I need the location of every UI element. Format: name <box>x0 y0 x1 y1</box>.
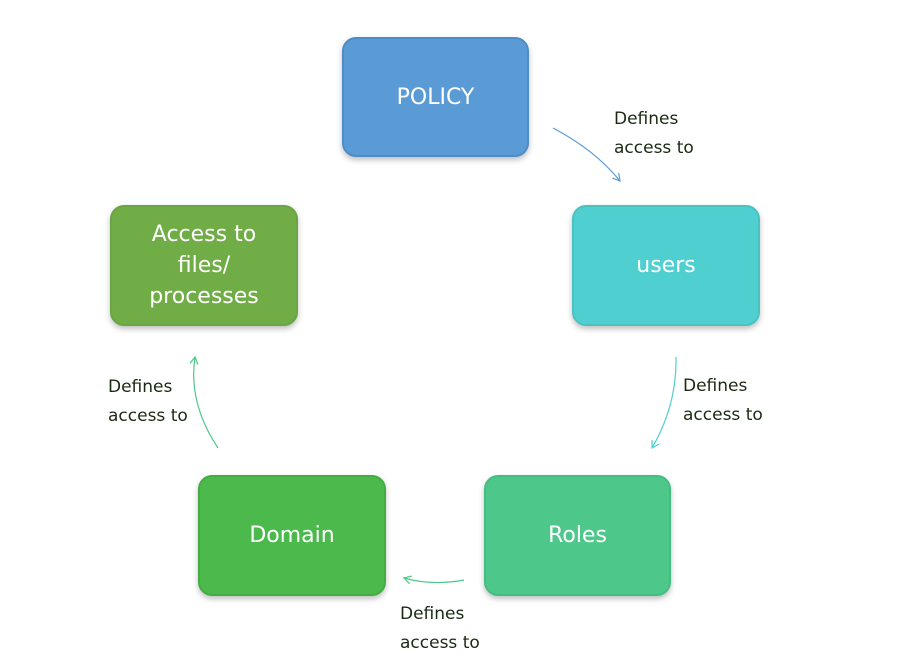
access-files-processes-node: Access to files/ processes <box>110 205 298 326</box>
policy-node: POLICY <box>342 37 529 157</box>
domain-node: Domain <box>198 475 386 596</box>
edge-label-roles-domain: Defines access to <box>400 604 480 653</box>
domain-node-label: Domain <box>249 523 335 548</box>
arrow-policy-to-users <box>552 127 621 182</box>
policy-node-label: POLICY <box>396 84 475 110</box>
roles-node: Roles <box>484 475 671 596</box>
access-node-label: Access to files/ processes <box>149 222 259 309</box>
users-node-label: users <box>636 253 696 278</box>
arrow-roles-to-domain <box>402 575 465 585</box>
arrow-users-to-roles <box>651 356 677 450</box>
arrow-domain-to-access <box>189 355 219 449</box>
edge-label-users-roles: Defines access to <box>683 376 763 425</box>
users-node: users <box>572 205 760 326</box>
edge-label-policy-users: Defines access to <box>614 109 694 158</box>
roles-node-label: Roles <box>548 523 607 548</box>
edge-label-domain-access: Defines access to <box>108 377 188 426</box>
